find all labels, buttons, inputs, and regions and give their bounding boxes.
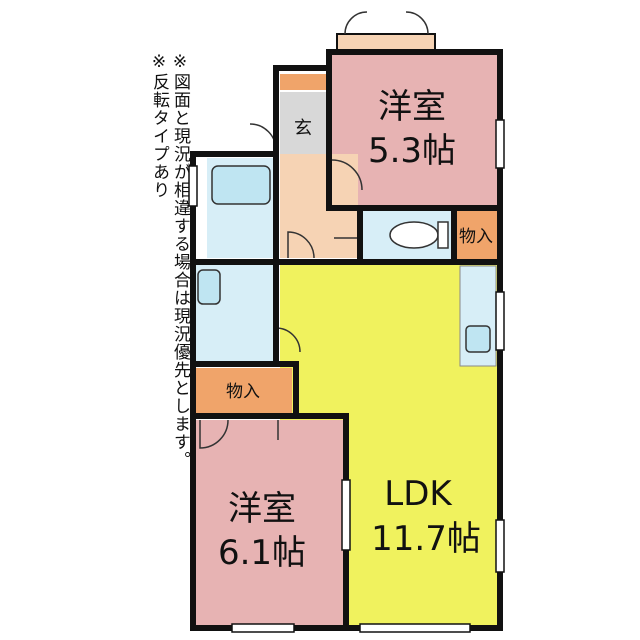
storage-right-label: 物入 xyxy=(459,227,493,247)
door-swing-2 xyxy=(287,231,315,259)
kitchen-sink-icon xyxy=(465,325,491,353)
window-bath xyxy=(188,165,198,207)
sink-icon xyxy=(197,269,221,305)
ldk-size: 11.7帖 xyxy=(371,519,481,559)
door-swing-8 xyxy=(344,11,368,35)
door-swing-5 xyxy=(199,419,229,449)
western-room-bottom-size: 6.1帖 xyxy=(218,533,306,573)
wall-western-top xyxy=(326,49,503,211)
disclaimer-note: ※図面と現況が相違する場合は現況優先とします。 ※反転タイプあり xyxy=(148,52,190,592)
bathtub-icon xyxy=(211,165,271,205)
wall-top-right xyxy=(326,49,503,265)
toilet-bowl-icon xyxy=(389,221,439,249)
ldk-name: LDK xyxy=(384,474,453,514)
window-right-bottom xyxy=(495,519,505,573)
walls xyxy=(190,49,503,631)
window-left-bottom xyxy=(341,479,351,551)
door-swing-7 xyxy=(249,123,277,151)
window-bottom-right xyxy=(359,623,471,633)
storage-left-label: 物入 xyxy=(226,382,260,402)
western-room-top-size: 5.3帖 xyxy=(368,131,456,171)
entrance-storage xyxy=(280,74,326,90)
disclaimer-line-1: ※図面と現況が相違する場合は現況優先とします。 xyxy=(170,52,190,469)
door-swing-4 xyxy=(275,327,301,353)
western-room-top-name: 洋室 xyxy=(378,87,446,127)
western-room-bottom-floor xyxy=(196,420,344,626)
western-room-top-floor xyxy=(331,54,498,205)
wall-western-bottom xyxy=(190,413,349,631)
storage-right-floor xyxy=(456,210,498,260)
door-swing-9 xyxy=(405,11,429,35)
window-right-top xyxy=(495,119,505,169)
toilet-tank-icon xyxy=(437,221,449,249)
wall-storage-left-top xyxy=(190,361,299,419)
window-bottom-left xyxy=(231,623,295,633)
door-swing-1 xyxy=(331,159,363,191)
window-right-middle xyxy=(495,291,505,351)
storage-left-floor xyxy=(196,368,292,414)
entrance-floor xyxy=(280,92,326,154)
entrance-label: 玄 xyxy=(294,118,312,139)
disclaimer-line-2: ※反転タイプあり xyxy=(149,52,169,199)
western-room-bottom-name: 洋室 xyxy=(228,489,296,529)
